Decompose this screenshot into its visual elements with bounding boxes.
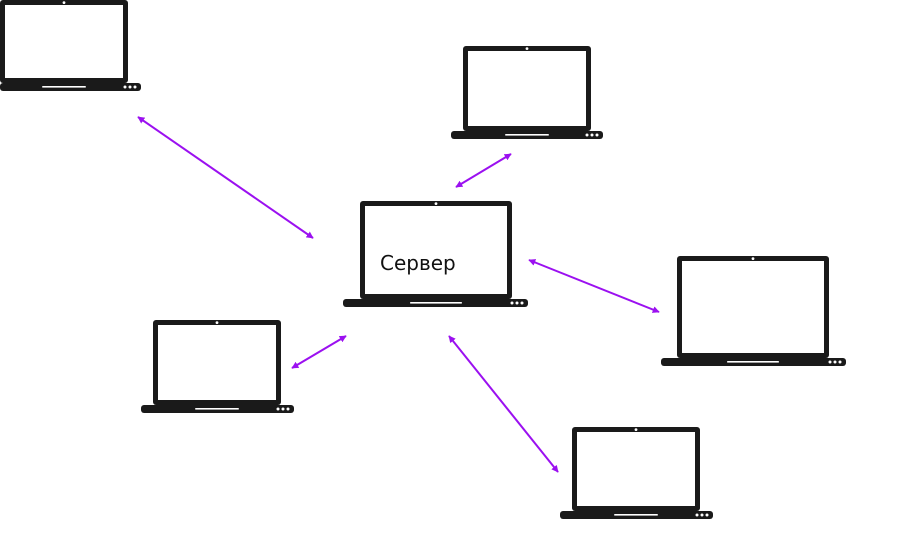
connections — [137, 116, 660, 473]
client-4-laptop-icon — [141, 320, 294, 413]
arrow-server-client-4 — [291, 335, 347, 369]
server-laptop-icon — [343, 201, 528, 307]
devices — [0, 0, 846, 519]
arrow-server-client-2 — [455, 153, 512, 188]
server-label: Сервер — [380, 251, 456, 275]
arrow-server-client-3 — [528, 259, 660, 313]
client-2-laptop-icon — [451, 46, 603, 139]
arrow-server-client-5 — [448, 335, 559, 473]
arrow-server-client-1 — [137, 116, 314, 239]
client-3-laptop-icon — [661, 256, 846, 366]
client-1-laptop-icon — [0, 0, 141, 91]
client-5-laptop-icon — [560, 427, 713, 519]
